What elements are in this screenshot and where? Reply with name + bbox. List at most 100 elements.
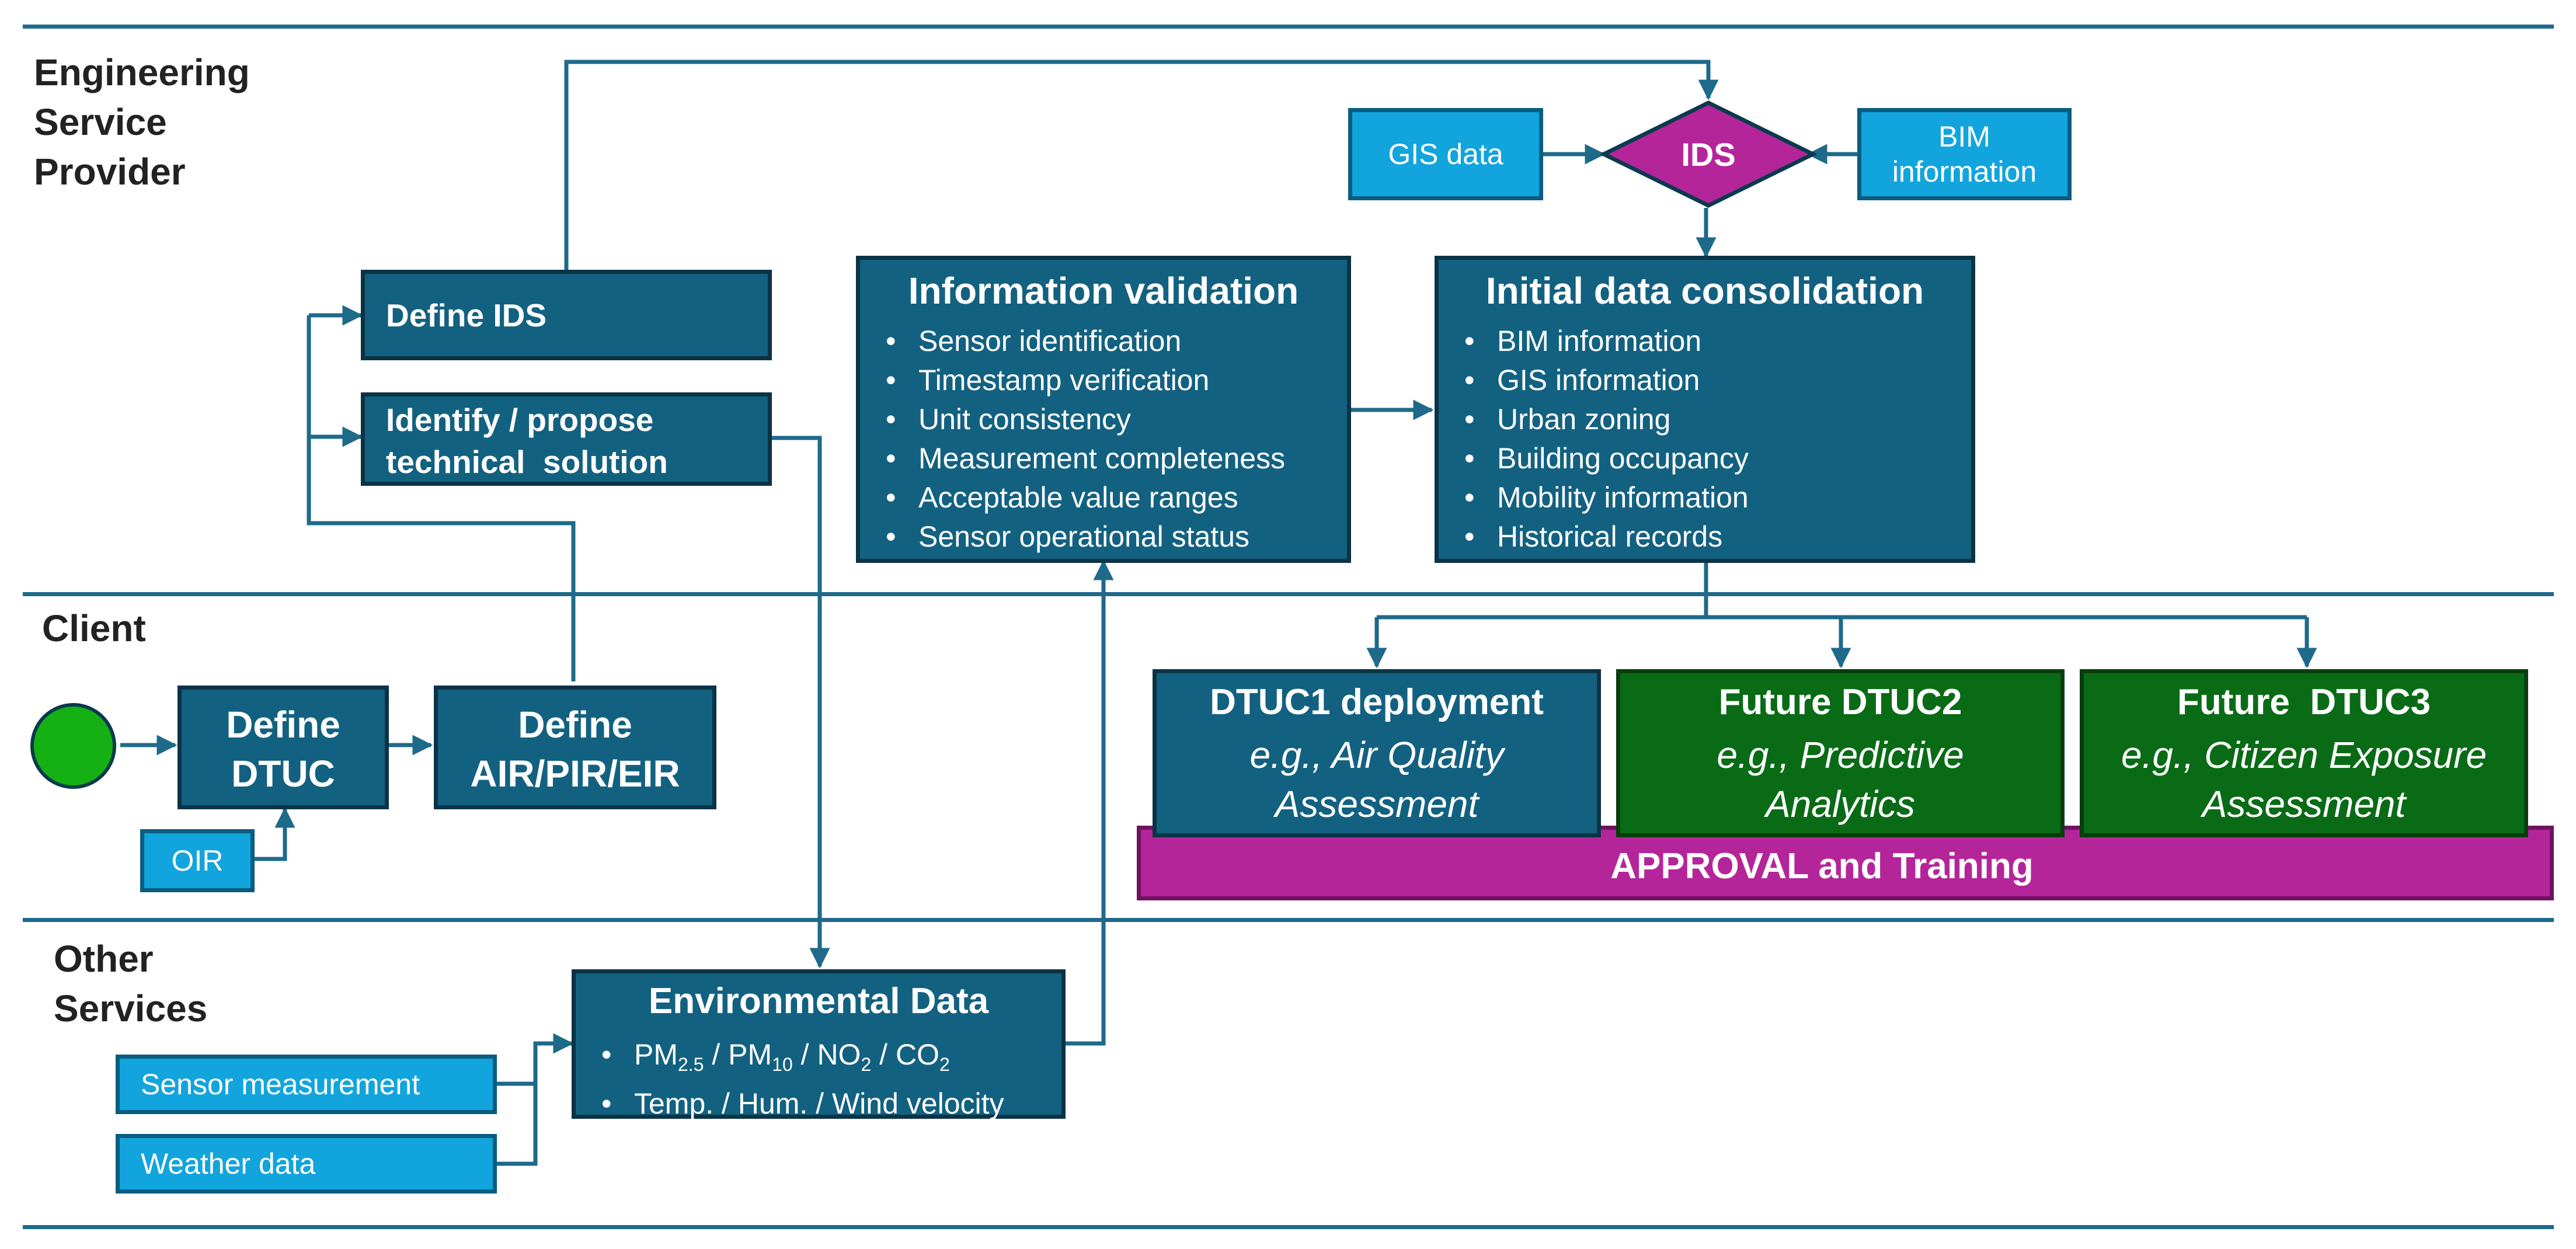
dtuc2-title: Future DTUC2 (1718, 682, 1962, 722)
dtuc3-example: e.g., Citizen Exposure Assessment (2084, 730, 2524, 829)
initial-data-consolidation-title: Initial data consolidation (1485, 270, 1924, 312)
consolidation-item: GIS information (1457, 361, 1971, 400)
dtuc1-example-text: Air Quality (1331, 734, 1504, 776)
information-validation-title: Information validation (908, 270, 1299, 312)
define-dtuc-box: Define DTUC (177, 686, 389, 809)
validation-item: Unit consistency (879, 400, 1347, 439)
environmental-data-list: PM2.5 / PM10 / NO2 / CO2 Temp. / Hum. / … (594, 1035, 1061, 1123)
line-sensor-to-environmental (497, 1046, 538, 1086)
lane-label-line: Engineering (34, 51, 250, 93)
identify-line: Identify / propose (386, 402, 654, 438)
gis-data-box: GIS data (1348, 108, 1543, 200)
line-weather-to-environmental (497, 1046, 538, 1166)
dtuc3-example-prefix: e.g., (2121, 734, 2194, 776)
arrow-define-ids-to-ids (564, 60, 1719, 270)
arrow-oir-to-dtuc (255, 807, 295, 861)
dtuc3-example-line2: Assessment (2202, 783, 2406, 825)
dtuc1-example-prefix: e.g., (1249, 734, 1322, 776)
arrow-identify-to-environmental (771, 436, 830, 969)
future-dtuc3-box: Future DTUC3 e.g., Citizen Exposure Asse… (2080, 669, 2528, 837)
lane-label-engineering-service-provider: Engineering Service Provider (34, 48, 250, 197)
consolidation-item: Mobility information (1457, 478, 1971, 517)
sep: / (871, 1038, 896, 1071)
sep: / (704, 1038, 729, 1071)
validation-item: Sensor operational status (879, 517, 1347, 556)
meteo-item: Temp. / Hum. / Wind velocity (594, 1084, 1061, 1123)
bim-information-line: BIM (1938, 120, 1990, 153)
validation-item: Measurement completeness (879, 439, 1347, 478)
line-air-to-esp (307, 315, 576, 681)
define-air-line: Define (518, 704, 632, 746)
consolidation-item: Urban zoning (1457, 400, 1971, 439)
sep: / (792, 1038, 817, 1071)
sensor-measurement-box: Sensor measurement (116, 1055, 497, 1114)
co2-sub: 2 (939, 1054, 950, 1075)
validation-list: Sensor identification Timestamp verifica… (879, 322, 1347, 556)
dtuc1-title: DTUC1 deployment (1210, 682, 1544, 722)
dtuc1-example-line2: Assessment (1275, 783, 1479, 825)
lane-label-line: Service (34, 101, 167, 143)
define-dtuc-line: DTUC (231, 753, 335, 795)
ids-diamond (1600, 100, 1816, 208)
environmental-data-box: Environmental Data PM2.5 / PM10 / NO2 / … (572, 969, 1066, 1123)
pollutants-item: PM2.5 / PM10 / NO2 / CO2 (594, 1035, 1061, 1084)
define-ids-box: Define IDS (361, 270, 772, 360)
lane-divider-top (23, 25, 2554, 29)
dtuc2-example: e.g., Predictive Analytics (1620, 730, 2060, 829)
validation-item: Timestamp verification (879, 361, 1347, 400)
start-node (30, 703, 116, 789)
validation-item: Sensor identification (879, 322, 1347, 361)
future-dtuc2-box: Future DTUC2 e.g., Predictive Analytics (1616, 669, 2065, 837)
no-label: NO (817, 1038, 861, 1071)
lane-label-line: Client (42, 607, 146, 649)
validation-item: Acceptable value ranges (879, 478, 1347, 517)
identify-solution-box: Identify / propose technical solution (361, 392, 772, 486)
lane-label-line: Services (54, 987, 208, 1029)
consolidation-item: Historical records (1457, 517, 1971, 556)
dtuc3-title: Future DTUC3 (2177, 682, 2431, 722)
initial-data-consolidation-box: Initial data consolidation BIM informati… (1435, 256, 1975, 563)
dtuc2-example-line1: e.g., Predictive (1620, 730, 2060, 780)
lane-divider-esp-client (23, 592, 2554, 596)
lane-label-line: Provider (34, 151, 186, 193)
lane-label-client: Client (42, 604, 146, 653)
no2-sub: 2 (861, 1054, 872, 1075)
pm-label: PM (634, 1038, 678, 1071)
information-validation-box: Information validation Sensor identifica… (856, 256, 1351, 563)
ids-label: IDS (1681, 135, 1736, 173)
pm-label: PM (728, 1038, 772, 1071)
sensor-measurement-label: Sensor measurement (141, 1068, 420, 1101)
lane-divider-client-other (23, 918, 2554, 922)
bim-information-box: BIM information (1857, 108, 2072, 200)
arrow-into-environmental (533, 1033, 574, 1054)
lane-divider-bottom (23, 1225, 2554, 1229)
pm10-sub: 10 (772, 1054, 793, 1075)
oir-label: OIR (171, 844, 224, 877)
dtuc3-example-line1: e.g., Citizen Exposure (2084, 730, 2524, 780)
define-air-line: AIR/PIR/EIR (470, 753, 680, 795)
weather-data-box: Weather data (116, 1134, 497, 1194)
lane-label-other-services: Other Services (54, 934, 207, 1034)
dtuc2-example-prefix: e.g., (1717, 734, 1790, 776)
gis-data-label: GIS data (1388, 138, 1503, 171)
bim-information-line: information (1892, 155, 2037, 188)
approval-training-bar: APPROVAL and Training (1137, 826, 2554, 900)
consolidation-item: Building occupancy (1457, 439, 1971, 478)
dtuc1-example: e.g., Air Quality Assessment (1157, 730, 1597, 829)
weather-data-label: Weather data (141, 1147, 316, 1180)
co-label: CO (895, 1038, 939, 1071)
approval-training-label: APPROVAL and Training (1610, 846, 2034, 886)
dtuc1-example-line1: e.g., Air Quality (1157, 730, 1597, 780)
define-air-pir-eir-box: Define AIR/PIR/EIR (434, 686, 716, 809)
environmental-data-title: Environmental Data (648, 981, 989, 1021)
define-dtuc-line: Define (226, 704, 340, 746)
dtuc2-example-line2: Analytics (1765, 783, 1916, 825)
dtuc2-example-text: Predictive (1799, 734, 1964, 776)
dtuc1-deployment-box: DTUC1 deployment e.g., Air Quality Asses… (1153, 669, 1601, 837)
pm25-sub: 2.5 (678, 1054, 704, 1075)
lane-label-line: Other (54, 938, 154, 980)
arrow-environmental-to-validation (1066, 559, 1114, 1046)
identify-line: technical solution (386, 444, 668, 480)
